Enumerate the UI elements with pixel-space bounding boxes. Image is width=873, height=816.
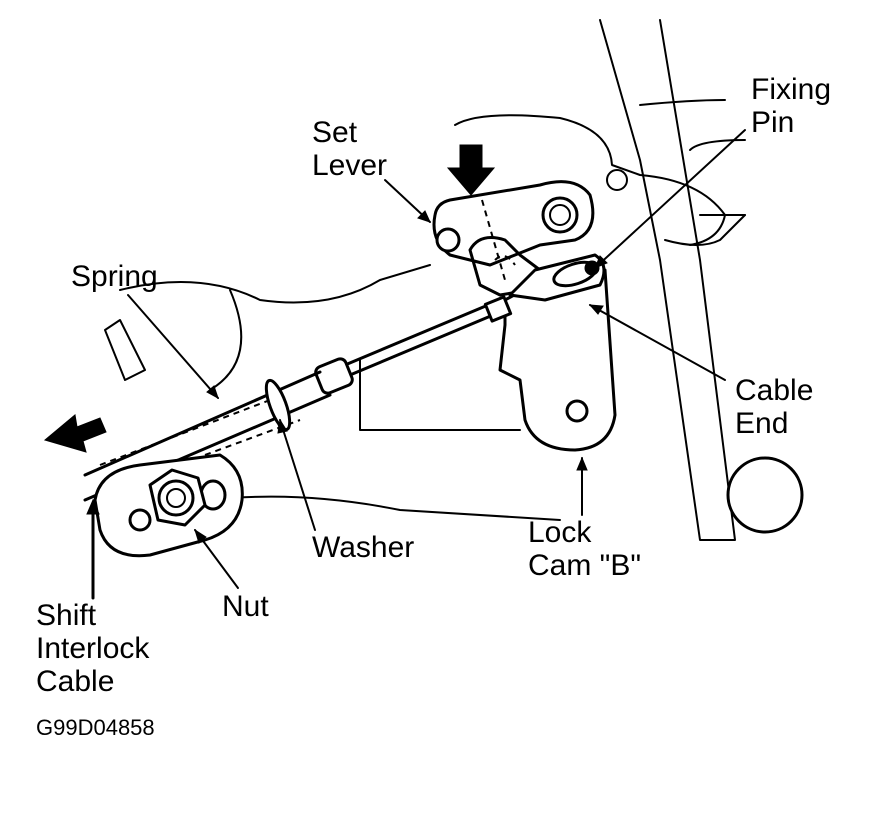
washer-shape <box>264 378 292 432</box>
figure-code: G99D04858 <box>36 715 155 740</box>
label-cable-end: Cable End <box>735 374 813 440</box>
label-fixing-pin-line2: Pin <box>751 106 795 139</box>
label-cable-end-line2: End <box>735 407 789 440</box>
label-nut: Nut <box>222 590 269 623</box>
label-lock-cam-b: Lock Cam "B" <box>528 516 641 582</box>
leader-lines <box>86 129 746 600</box>
label-cable-end-line1: Cable <box>735 374 814 407</box>
label-fixing-pin: Fixing Pin <box>751 73 831 139</box>
nut-shape <box>148 468 207 527</box>
label-set-lever: Set Lever <box>312 116 387 182</box>
round-part-shape <box>726 456 804 534</box>
label-lock-cam-b-line1: Lock <box>528 516 592 549</box>
housing-outline <box>104 19 746 541</box>
label-lock-cam-b-line2: Cam "B" <box>528 549 641 582</box>
label-set-lever-line1: Set <box>312 116 358 149</box>
label-washer: Washer <box>312 531 415 564</box>
down-push-arrow <box>446 144 496 196</box>
label-shift-interlock-cable-line2: Interlock <box>36 632 150 665</box>
label-fixing-pin-line1: Fixing <box>751 73 832 106</box>
lock-cam-b-shape <box>498 268 617 452</box>
label-spring: Spring <box>71 260 158 293</box>
label-set-lever-line2: Lever <box>312 149 388 182</box>
label-shift-interlock-cable-line1: Shift <box>36 599 97 632</box>
label-shift-interlock-cable-line3: Cable <box>36 665 115 698</box>
label-shift-interlock-cable: Shift Interlock Cable <box>36 599 149 698</box>
left-pull-arrow <box>43 414 107 453</box>
